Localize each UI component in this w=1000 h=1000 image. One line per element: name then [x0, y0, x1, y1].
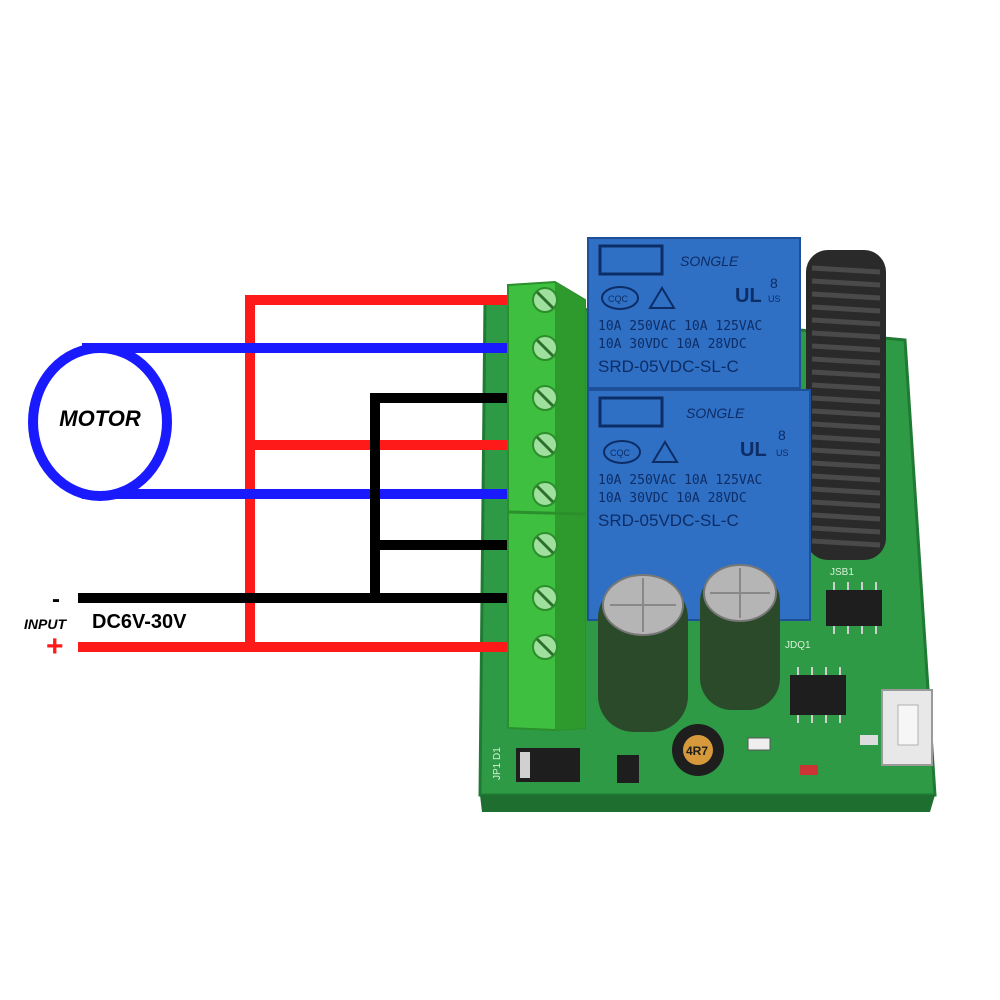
- coil-ring: [811, 408, 881, 418]
- diode: [516, 748, 580, 782]
- relay-rating-ac: 10A 250VAC 10A 125VAC: [598, 473, 762, 488]
- relay-cert-cqc: CQC: [608, 294, 629, 304]
- positive-bus-wire-top: [245, 295, 540, 647]
- coil-ring: [811, 460, 881, 470]
- relay-cert-ul: UL: [735, 285, 762, 307]
- relay-brand: SONGLE: [680, 253, 739, 269]
- songle-logo-icon: [598, 396, 664, 428]
- relay-rating-ac: 10A 250VAC 10A 125VAC: [598, 319, 762, 334]
- smd-parts: [617, 735, 878, 783]
- songle-logo-icon: [598, 244, 664, 276]
- svg-text:JSB1: JSB1: [830, 567, 854, 578]
- warning-triangle-icon: [648, 286, 676, 309]
- relay-cert-ul: UL: [740, 439, 767, 461]
- terminal-block: [507, 280, 586, 732]
- motor-label: MOTOR: [59, 406, 141, 431]
- coil-ring: [811, 382, 881, 392]
- coil-ring: [811, 317, 881, 327]
- capacitor-left: [598, 574, 688, 732]
- svg-text:JP1 D1: JP1 D1: [492, 747, 503, 780]
- relay-brand: SONGLE: [686, 405, 745, 421]
- cqc-mark-icon: [601, 286, 639, 310]
- coil-ring: [811, 330, 881, 340]
- ic-chip-lower: [790, 667, 846, 723]
- coil-ring: [811, 343, 881, 353]
- screw-slot: [535, 388, 555, 408]
- learn-button: [881, 689, 933, 766]
- relay-cert-num: 8: [778, 427, 786, 443]
- wiring: [78, 295, 540, 652]
- relay-top: SONGLE CQC UL 8 US 10A 250VAC 10A 125VAC…: [587, 237, 801, 389]
- coil-ring: [811, 291, 881, 301]
- positive-terminal-label: +: [46, 630, 64, 663]
- coil-ring: [811, 486, 881, 496]
- relay-rating-dc: 10A 30VDC 10A 28VDC: [598, 337, 747, 352]
- negative-bus-wire-top: [370, 393, 540, 598]
- antenna-coil: [806, 250, 886, 560]
- relay-model: SRD-05VDC-SL-C: [598, 511, 739, 530]
- screw-slot: [535, 435, 555, 455]
- relay-cert-num: 8: [770, 275, 778, 291]
- coil-ring: [811, 421, 881, 431]
- relay-cert-us: US: [768, 294, 781, 304]
- inductor: 4R7: [672, 724, 724, 776]
- svg-text:JDQ1: JDQ1: [785, 640, 811, 651]
- voltage-range-label: DC6V-30V: [92, 611, 187, 633]
- coil-ring: [811, 369, 881, 379]
- screw-slot: [535, 588, 555, 608]
- relay-rating-dc: 10A 30VDC 10A 28VDC: [598, 491, 747, 506]
- screw-slot: [535, 484, 555, 504]
- coil-ring: [811, 538, 881, 548]
- coil-ring: [811, 434, 881, 444]
- capacitor-right: [700, 564, 780, 710]
- input-label: INPUT: [24, 616, 67, 632]
- inductor-code: 4R7: [686, 744, 708, 758]
- relay-model: SRD-05VDC-SL-C: [598, 357, 739, 376]
- coil-ring: [811, 265, 881, 275]
- warning-triangle-icon: [651, 440, 679, 463]
- relay-cert-us: US: [776, 448, 789, 458]
- screw-slot: [535, 637, 555, 657]
- relay-cert-cqc: CQC: [610, 448, 631, 458]
- screw-slot: [535, 535, 555, 555]
- cqc-mark-icon: [603, 440, 641, 464]
- coil-ring: [811, 512, 881, 522]
- coil-ring: [811, 304, 881, 314]
- screw-slot: [535, 338, 555, 358]
- coil-ring: [811, 356, 881, 366]
- screw-slot: [535, 290, 555, 310]
- negative-terminal-label: -: [52, 586, 60, 613]
- coil-ring: [811, 447, 881, 457]
- motor: MOTOR: [28, 343, 172, 501]
- coil-ring: [811, 278, 881, 288]
- ic-chip-upper: [826, 582, 882, 634]
- coil-ring: [811, 499, 881, 509]
- coil-ring: [811, 525, 881, 535]
- coil-ring: [811, 395, 881, 405]
- coil-ring: [811, 473, 881, 483]
